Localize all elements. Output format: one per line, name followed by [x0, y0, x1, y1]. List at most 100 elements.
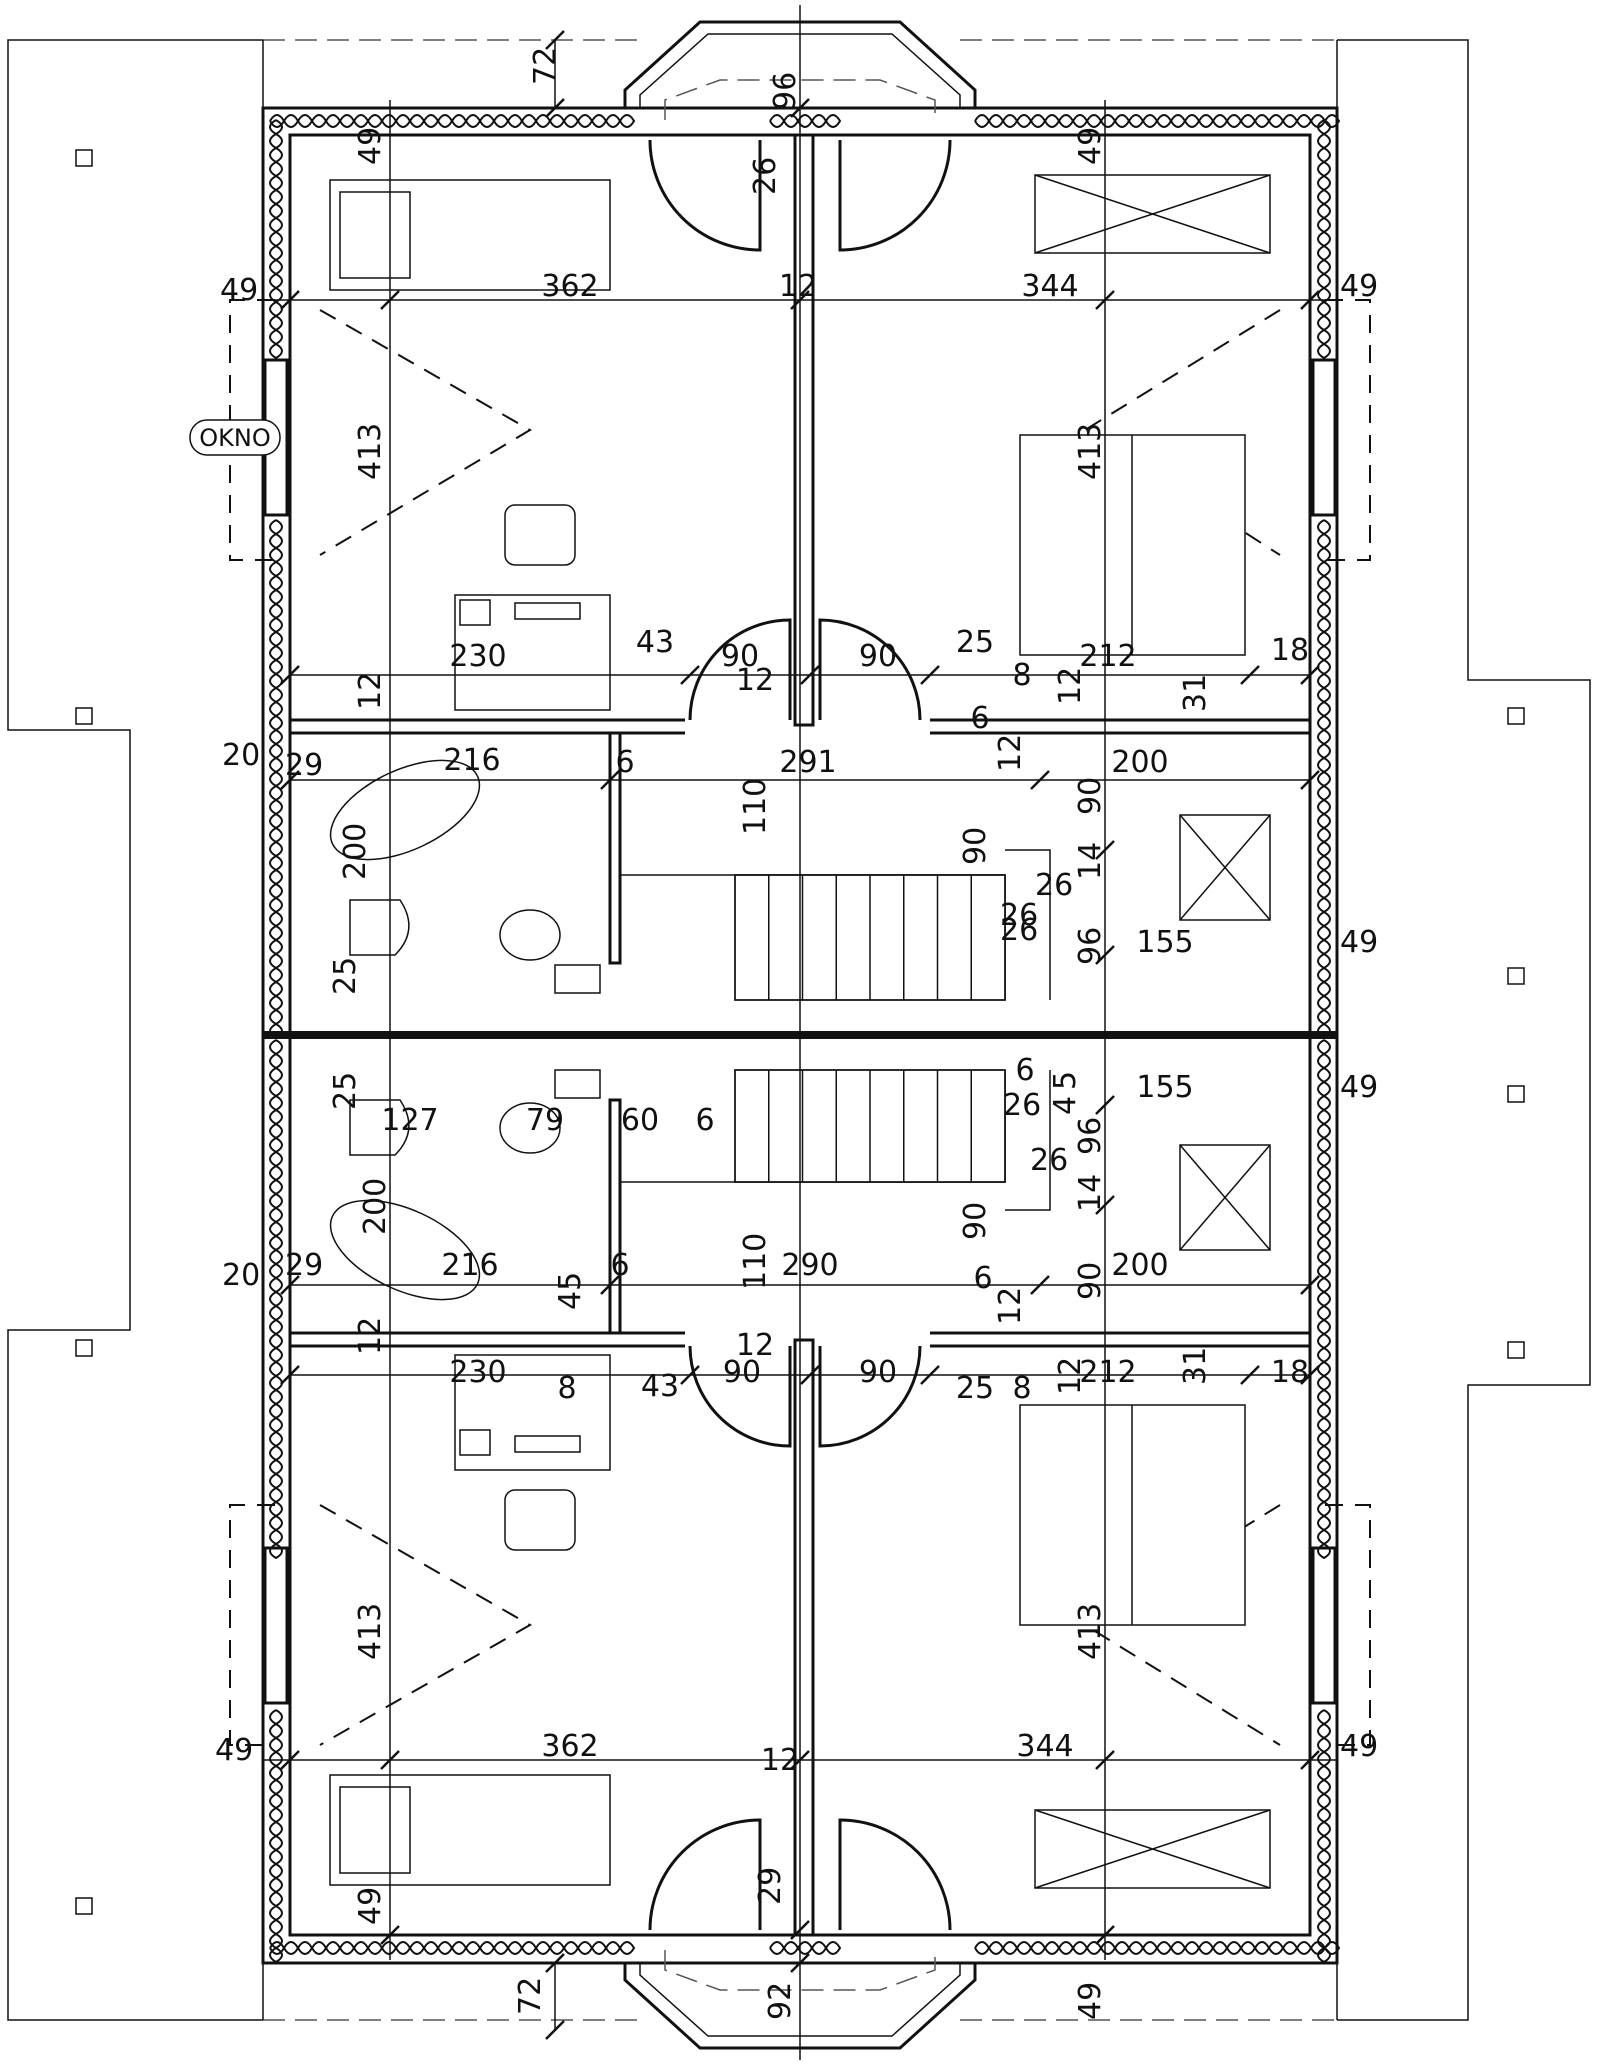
dim-right-14: 14 — [1073, 842, 1108, 880]
dim-top-49-left: 49 — [353, 127, 388, 165]
upper-dimensions: 72 96 26 49 49 362 12 344 49 49 413 413 … — [220, 47, 1378, 995]
dimension-tick — [790, 98, 810, 118]
dim-room-width-362: 362 — [541, 269, 598, 304]
dimension-tick — [1300, 770, 1320, 790]
dim-lower-45: 45 — [553, 1272, 588, 1310]
insulation-segment — [769, 114, 842, 128]
dim-hall-31: 31 — [1178, 674, 1213, 712]
dim-bath-6: 6 — [615, 745, 634, 780]
dim-lower-5: 5 — [1048, 1071, 1083, 1090]
wall-insulation — [269, 114, 1341, 1964]
dimension-tick — [280, 290, 300, 310]
insulation-segment — [269, 519, 283, 1040]
dim-stair-26-c: 26 — [1000, 913, 1038, 948]
dimension-tick — [800, 665, 820, 685]
dim-stair-26-b: 26 — [1000, 898, 1038, 933]
dim-bath-25: 25 — [328, 957, 363, 995]
dim-lower-6-d: 6 — [973, 1261, 992, 1296]
dim-lower-200: 200 — [1111, 1248, 1168, 1283]
dim-hall-12: 12 — [736, 663, 774, 698]
dimension-tick — [1240, 665, 1260, 685]
dim-lower-side-49-right: 49 — [1340, 1729, 1378, 1764]
dimension-tick — [790, 1920, 810, 1940]
dim-lower-side-49-left: 49 — [215, 1733, 253, 1768]
dimension-tick — [1095, 1195, 1115, 1215]
insulation-segment — [1317, 1709, 1331, 1964]
dimension-tick — [800, 1365, 820, 1385]
dim-lower-155: 155 — [1136, 1070, 1193, 1105]
dim-hall-12-b: 12 — [1053, 667, 1088, 705]
insulation-segment — [269, 119, 283, 360]
roof-outline — [7, 39, 1591, 2021]
dimension-tick — [680, 1365, 700, 1385]
dim-room-width-344: 344 — [1021, 269, 1078, 304]
dim-top-72: 72 — [528, 47, 563, 85]
dim-lower-hall-90-right: 90 — [859, 1355, 897, 1390]
dim-hall-212: 212 — [1079, 639, 1136, 674]
dim-top-96: 96 — [768, 72, 803, 110]
dimension-tick — [1300, 1750, 1320, 1770]
dim-bottom-49-right: 49 — [1073, 1982, 1108, 2020]
dimension-tick — [600, 770, 620, 790]
dim-lower-room-width-344: 344 — [1016, 1729, 1073, 1764]
dim-room-height-413-right: 413 — [1073, 423, 1108, 480]
dimension-tick — [545, 30, 565, 50]
dimension-tick — [280, 1275, 300, 1295]
furniture — [329, 174, 1271, 1889]
dim-lower-49-right: 49 — [1340, 1070, 1378, 1105]
dim-side-49-right: 49 — [1340, 269, 1378, 304]
dimension-tick — [380, 290, 400, 310]
dim-lower-hall-230: 230 — [449, 1355, 506, 1390]
dim-hall-43: 43 — [636, 625, 674, 660]
dimension-tick — [920, 665, 940, 685]
dim-lower-79: 79 — [526, 1103, 564, 1138]
okno-label: OKNO — [189, 419, 281, 456]
dim-lower-26-b: 26 — [1030, 1143, 1068, 1178]
dim-lower-room-height-413-left: 413 — [353, 1603, 388, 1660]
dim-right-96: 96 — [1073, 927, 1108, 965]
insulation-segment — [1317, 1039, 1331, 1560]
insulation-segment — [974, 114, 1341, 128]
dimension-lines — [263, 5, 1337, 2060]
dim-lower-20: 20 — [222, 1258, 260, 1293]
dimension-tick — [280, 1750, 300, 1770]
dim-lower-hall-8: 8 — [557, 1371, 576, 1406]
dim-lower-96: 96 — [1073, 1117, 1108, 1155]
dim-stair-26-a: 26 — [1035, 868, 1073, 903]
dimension-tick — [545, 2020, 565, 2040]
insulation-segment — [269, 1709, 283, 1964]
dim-lower-hall-25: 25 — [956, 1371, 994, 1406]
dimension-tick — [790, 290, 810, 310]
dim-lower-hall-90-left: 90 — [723, 1355, 761, 1390]
dim-lower-hall-290: 290 — [781, 1248, 838, 1283]
dimension-tick — [790, 1953, 810, 1973]
insulation-segment — [269, 1941, 636, 1955]
dim-lower-room-width-362: 362 — [541, 1729, 598, 1764]
dimension-tick — [1095, 945, 1115, 965]
dimension-tick — [545, 98, 565, 118]
dimension-tick — [1030, 770, 1050, 790]
dimension-tick — [680, 665, 700, 685]
dim-lower-hall-12-a: 12 — [353, 1317, 388, 1355]
dimension-tick — [280, 665, 300, 685]
dim-lower-wall-12: 12 — [761, 1743, 799, 1778]
insulation-segment — [1317, 119, 1331, 360]
dim-lower-12: 12 — [993, 1287, 1028, 1325]
dim-bath-200: 200 — [338, 823, 373, 880]
dimension-tick — [280, 770, 300, 790]
dim-lower-bath-200: 200 — [358, 1178, 393, 1235]
dimension-tick — [1095, 840, 1115, 860]
dimension-tick — [1300, 665, 1320, 685]
door-swings — [648, 139, 952, 1931]
dimension-tick — [1240, 1365, 1260, 1385]
dim-hall-230: 230 — [449, 639, 506, 674]
dim-lower-hall-8-b: 8 — [1012, 1371, 1031, 1406]
dim-lower-4: 4 — [1048, 1096, 1083, 1115]
dimension-tick — [1300, 290, 1320, 310]
insulation-segment — [974, 1941, 1341, 1955]
dimension-tick — [920, 1365, 940, 1385]
dimension-ticks — [280, 30, 1320, 2040]
dimension-tick — [1095, 1750, 1115, 1770]
dim-bottom-29: 29 — [753, 1867, 788, 1905]
dim-stair-110: 110 — [738, 778, 773, 835]
